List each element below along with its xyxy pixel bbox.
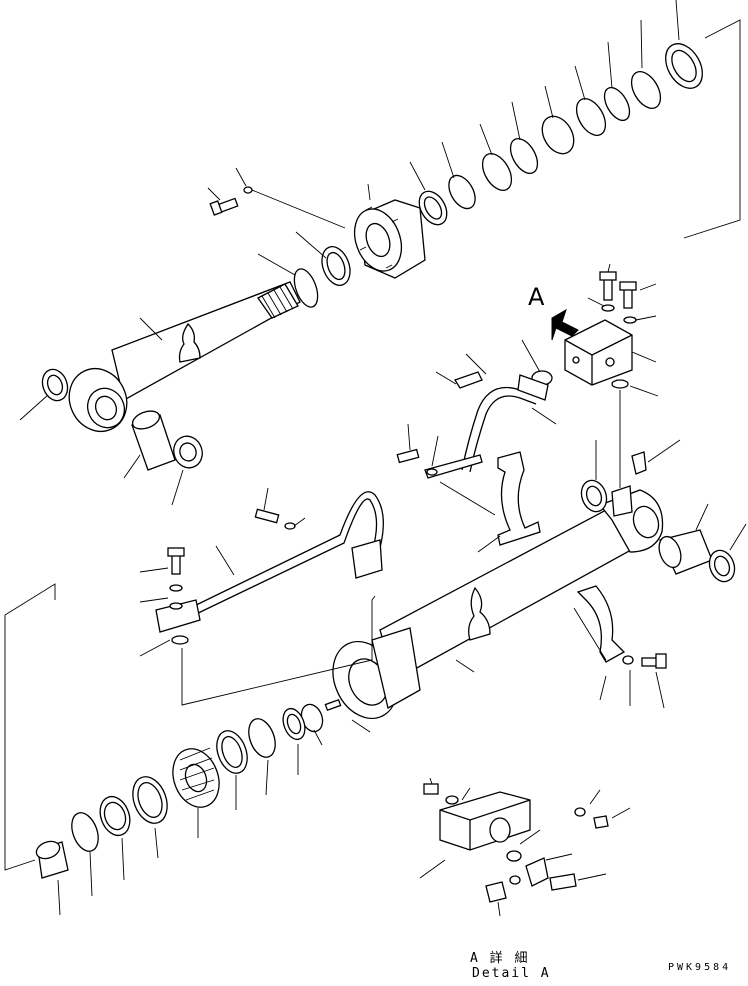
lower-pipe: [139, 487, 384, 657]
detail-title-en: Detail A: [472, 966, 551, 981]
snap-ring: [448, 174, 476, 210]
head-bolt: [207, 167, 346, 229]
boundary-line: [4, 583, 56, 871]
seal-ring: [630, 71, 662, 109]
boundary-line: [181, 595, 376, 706]
seal-ring: [575, 98, 607, 136]
drawing-code: PWK9584: [668, 962, 732, 973]
view-marker-label: A: [528, 283, 545, 311]
view-arrow-icon: [551, 308, 579, 341]
cylinder-head: [353, 183, 426, 279]
upper-pipe: [396, 353, 557, 516]
top-seal-stack: [409, 0, 741, 239]
detail-a: [419, 777, 631, 917]
rod-seal-rings: [19, 231, 351, 506]
upper-clamp: [477, 451, 541, 553]
seal-ring: [481, 153, 513, 191]
bushing: [541, 115, 575, 155]
piston-rod: [68, 281, 301, 432]
seal-ring: [418, 190, 448, 226]
seal-ring: [509, 138, 539, 174]
detail-title-jp: A 詳 細: [470, 951, 530, 966]
seal-ring: [603, 86, 631, 122]
piston-seal-stack: [35, 698, 371, 916]
valve-block: [521, 263, 659, 397]
gland-bushing: [665, 43, 703, 89]
rod-eye-seal: [41, 368, 69, 402]
cylinder-tube: [332, 390, 747, 720]
